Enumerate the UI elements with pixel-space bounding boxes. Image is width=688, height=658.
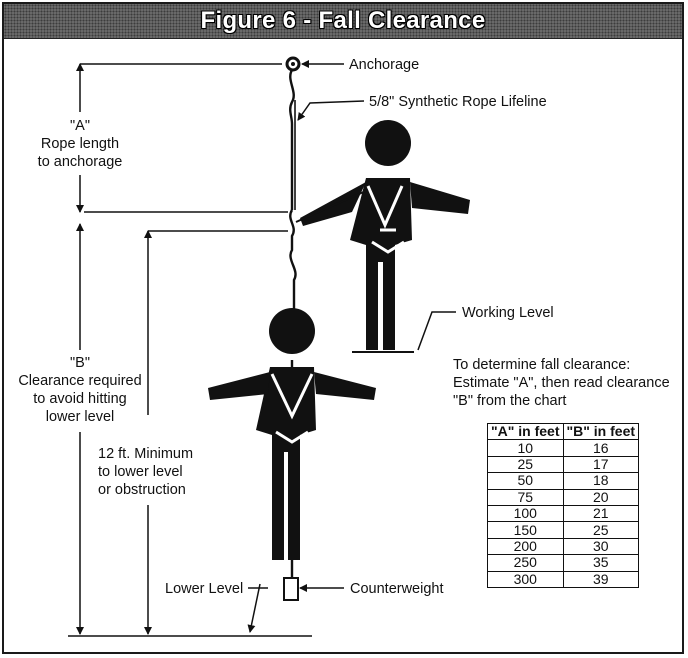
upper-worker-figure [300,120,470,350]
callout-arrows [248,60,456,592]
title-bar: Figure 6 - Fall Clearance [4,4,682,39]
table-cell-b: 20 [562,488,640,506]
minimum-clearance-line3: or obstruction [98,482,186,498]
instructions-line1: To determine fall clearance: [453,357,630,373]
table-cell-a: 200 [487,537,564,556]
table-cell-b: 25 [562,521,640,539]
lower-worker-figure [208,308,376,560]
table-cell-a: 250 [487,554,564,572]
table-cell-b: 17 [562,455,640,474]
table-cell-a: 300 [487,570,564,588]
figure-title: Figure 6 - Fall Clearance [200,7,486,34]
a-dimension-letter: "A" [70,118,90,134]
table-cell-b: 39 [562,570,640,588]
b-dimension-letter: "B" [70,355,90,371]
column-header-b: "B" in feet [562,422,640,441]
table-cell-a: 10 [487,439,564,457]
table-cell-a: 50 [487,472,564,490]
b-dimension-line1: Clearance required [18,373,141,389]
b-dimension-line2: to avoid hitting [33,391,127,407]
working-level-label: Working Level [462,305,554,321]
instructions-line3: "B" from the chart [453,393,566,409]
table-cell-a: 75 [487,488,564,506]
a-dimension-line1: Rope length [41,136,119,152]
anchorage-label: Anchorage [349,57,419,73]
minimum-clearance-line1: 12 ft. Minimum [98,446,193,462]
table-cell-a: 150 [487,521,564,539]
dimension-lines [68,63,312,637]
table-cell-b: 35 [562,554,640,572]
table-cell-b: 30 [562,537,640,556]
minimum-clearance-line2: to lower level [98,464,183,480]
lanyard-line [295,189,369,223]
table-cell-b: 16 [562,439,640,457]
table-cell-b: 21 [562,504,640,523]
b-dimension-line3: lower level [46,409,115,425]
table-cell-a: 100 [487,504,564,523]
table-cell-b: 18 [562,472,640,490]
a-dimension-line2: to anchorage [38,154,123,170]
table-header-row: "A" in feet "B" in feet [487,422,640,441]
lifeline-label: 5/8" Synthetic Rope Lifeline [369,94,547,110]
anchorage-ring-icon [285,56,301,72]
counterweight-label: Counterweight [350,581,444,597]
lower-level-label: Lower Level [165,581,243,597]
column-header-a: "A" in feet [487,422,564,441]
instructions-line2: Estimate "A", then read clearance [453,375,670,391]
counterweight-icon [283,577,299,601]
table-cell-a: 25 [487,455,564,474]
